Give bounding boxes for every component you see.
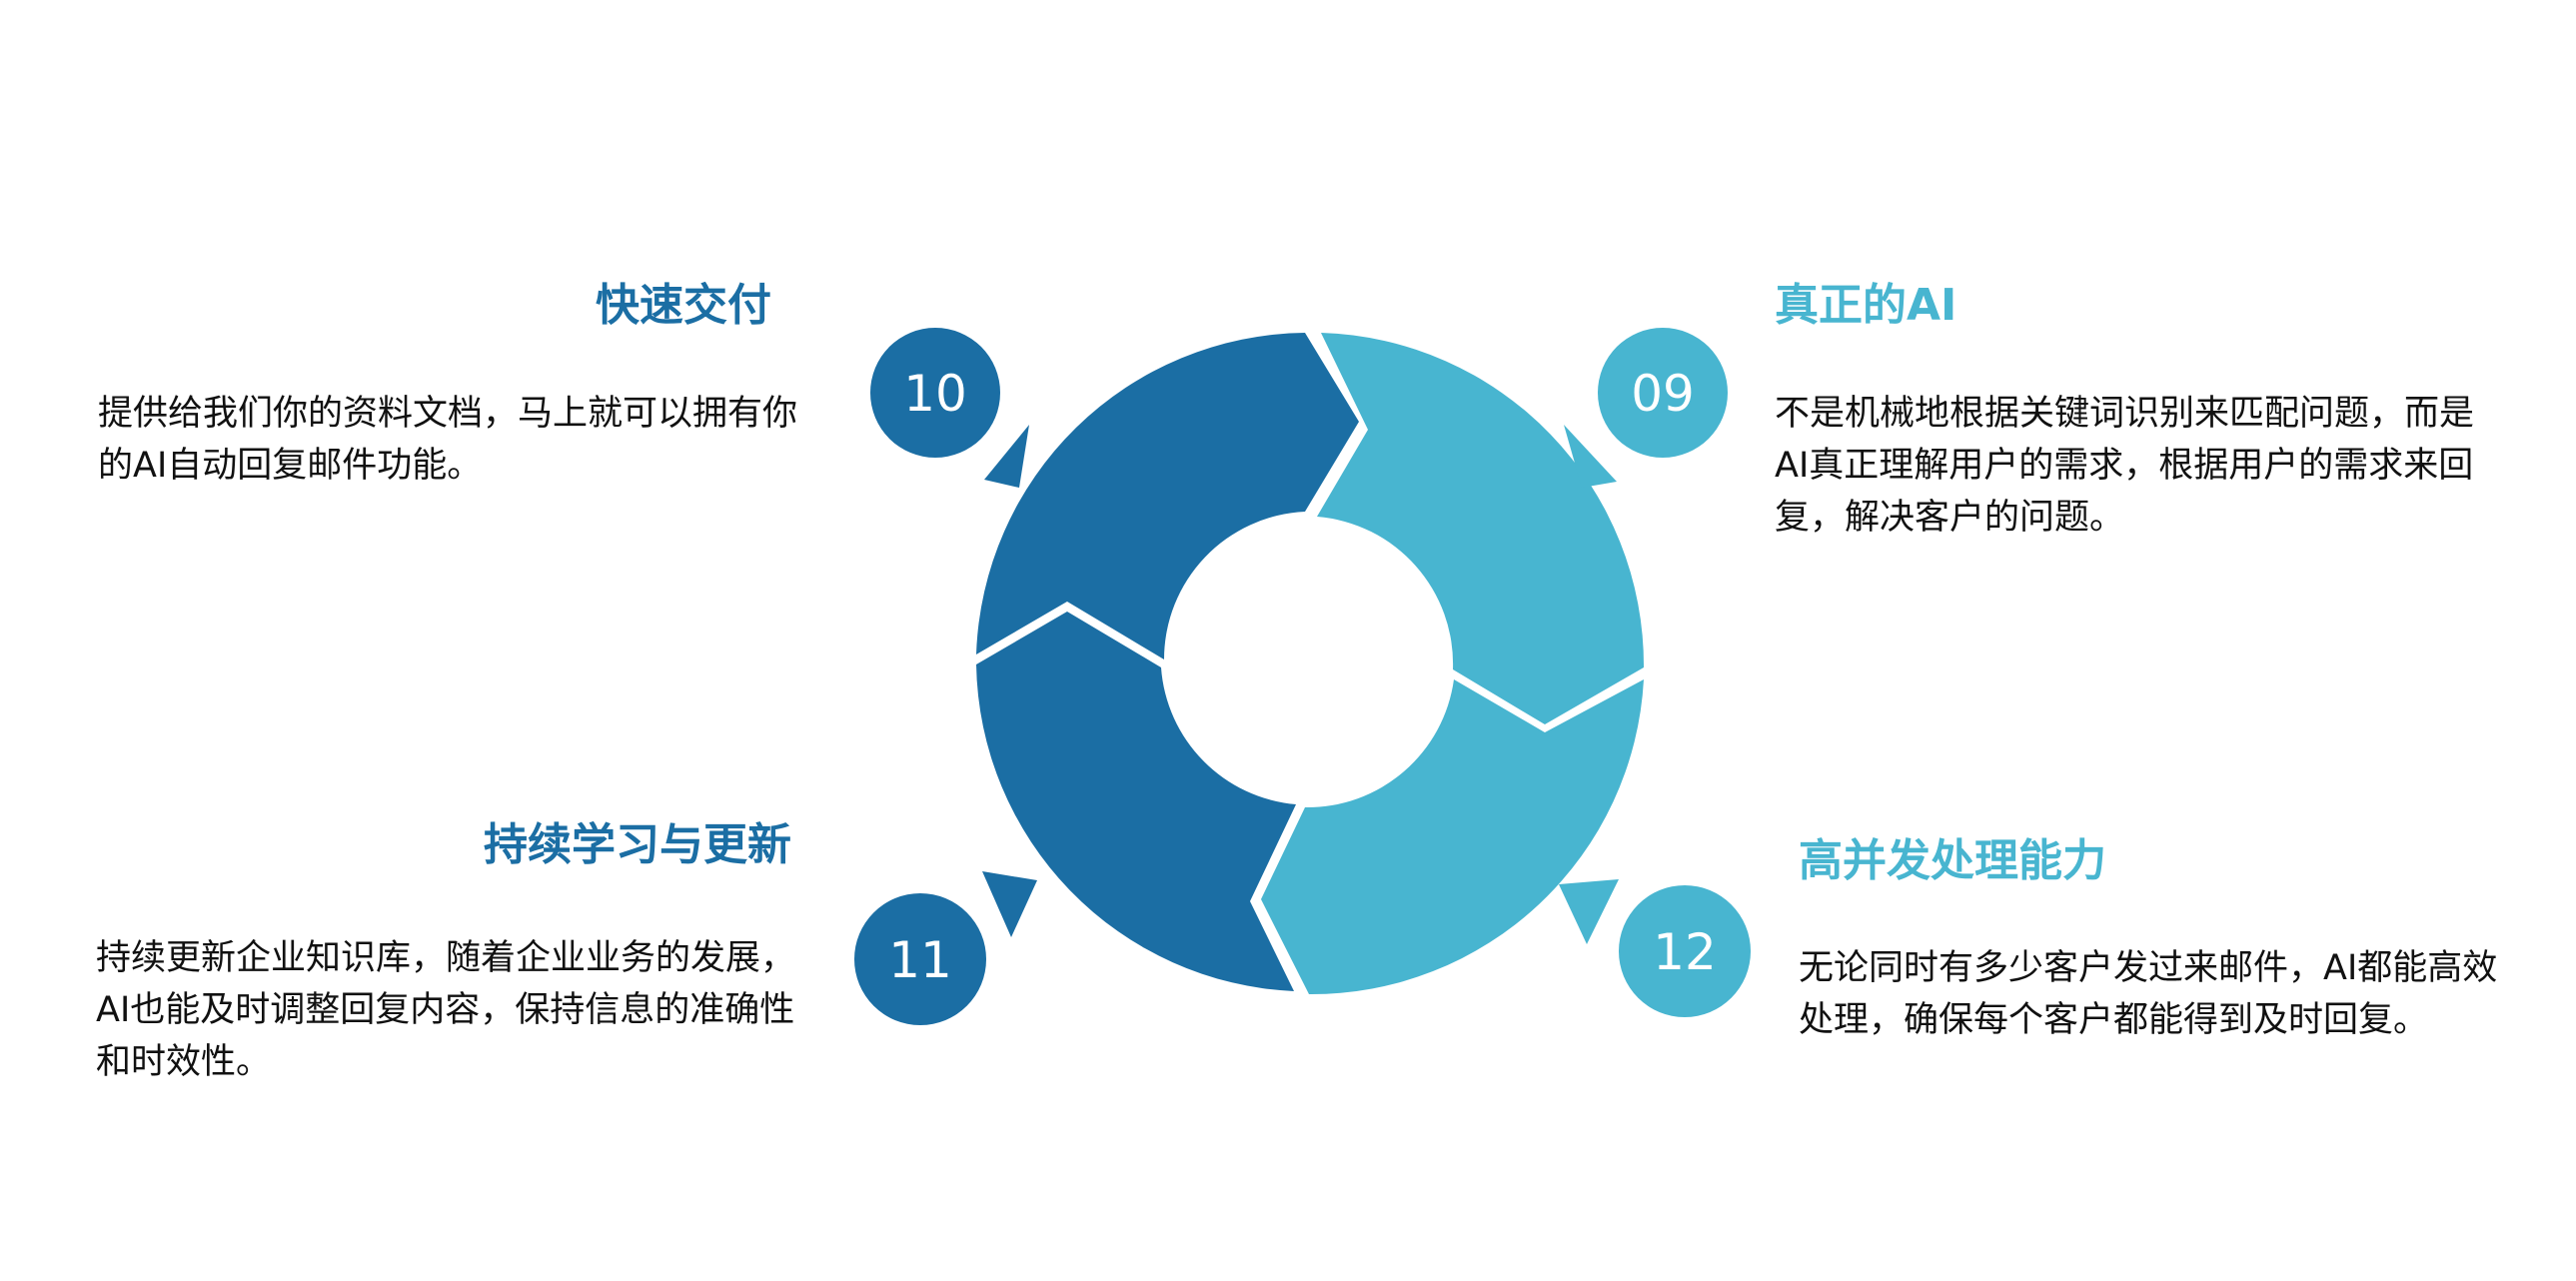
badge-circle	[870, 328, 1000, 458]
step-10-title: 快速交付	[596, 280, 771, 331]
step-12-title: 高并发处理能力	[1799, 835, 2106, 886]
badge-circle	[1598, 328, 1728, 458]
arrowhead-step-12	[1559, 879, 1619, 944]
step-11-description: 持续更新企业知识库，随着企业业务的发展，AI也能及时调整回复内容，保持信息的准确…	[96, 938, 796, 1082]
step-12-description: 无论同时有多少客户发过来邮件，AI都能高效处理，确保每个客户都能得到及时回复。	[1799, 948, 2498, 1040]
badge-step-09: 09	[1598, 328, 1728, 458]
badge-step-11: 11	[854, 893, 986, 1025]
step-10-description: 提供给我们你的资料文档，马上就可以拥有你的AI自动回复邮件功能。	[98, 394, 798, 486]
badge-number: 11	[888, 931, 952, 989]
arrowhead-step-09	[1564, 425, 1617, 488]
step-09-title: 真正的AI	[1775, 280, 1957, 331]
step-11-title: 持续学习与更新	[484, 819, 791, 870]
ring-segment-bottom-left	[976, 612, 1296, 991]
ring-segment-bottom-right	[1261, 679, 1644, 995]
ring-segment-top-left	[976, 333, 1359, 659]
badge-number: 09	[1631, 365, 1695, 423]
badge-step-12: 12	[1619, 885, 1751, 1017]
step-09-description: 不是机械地根据关键词识别来匹配问题，而是AI真正理解用户的需求，根据用户的需求来…	[1775, 394, 2475, 538]
badge-number: 10	[903, 365, 967, 423]
badge-step-10: 10	[870, 328, 1000, 458]
ring-segment-top-right	[1317, 333, 1645, 724]
badge-circle	[1619, 885, 1751, 1017]
arrowhead-step-10	[984, 425, 1029, 488]
badge-number: 12	[1653, 923, 1717, 981]
badge-circle	[854, 893, 986, 1025]
arrowhead-step-11	[982, 871, 1037, 937]
